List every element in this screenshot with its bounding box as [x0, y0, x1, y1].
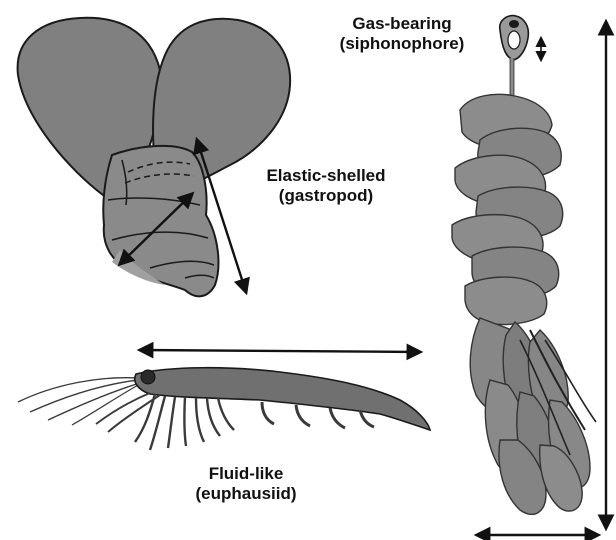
- euphausiid-label-line1: Fluid-like: [166, 464, 326, 484]
- gastropod-label: Elastic-shelled (gastropod): [236, 166, 416, 206]
- gastropod-label-line2: (gastropod): [236, 186, 416, 206]
- gastropod-label-line1: Elastic-shelled: [236, 166, 416, 186]
- euphausiid-label-line2: (euphausiid): [166, 484, 326, 504]
- euphausiid-body: [135, 368, 430, 430]
- siphonophore-label-line2: (siphonophore): [312, 34, 492, 54]
- euphausiid-length-arrow: [140, 350, 420, 352]
- siphonophore-illustration: [452, 16, 606, 535]
- euphausiid-label: Fluid-like (euphausiid): [166, 464, 326, 504]
- euphausiid-illustration: [18, 350, 430, 450]
- euphausiid-eye: [141, 370, 155, 384]
- siphonophore-label-line1: Gas-bearing: [312, 14, 492, 34]
- gastropod-illustration: [18, 18, 291, 297]
- siphonophore-label: Gas-bearing (siphonophore): [312, 14, 492, 54]
- gastropod-shell: [103, 146, 218, 296]
